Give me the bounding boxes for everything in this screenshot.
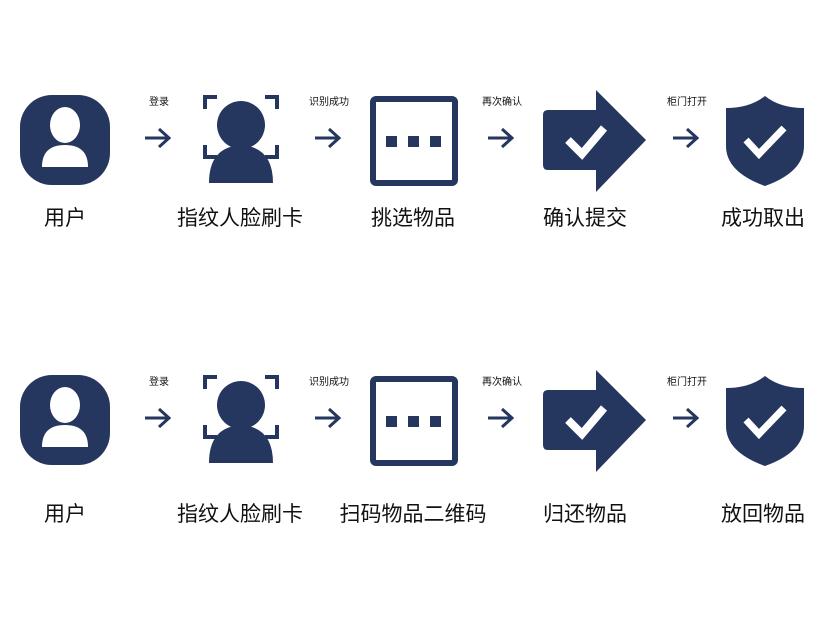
step-label: 用户 [44,502,86,526]
shield-check-icon [726,376,804,466]
step-label: 成功取出 [721,206,805,230]
face-scan-icon [203,375,279,463]
flow-row: 用户 指纹人脸刷卡 扫码物品二维码 归还物品 放回物品 登录 识别成功 再次确认 柜门打开 [0,280,830,526]
step-label: 挑选物品 [371,206,455,230]
transition-label: 再次确认 [482,377,522,388]
right-arrow-icon [315,407,342,429]
right-arrow-icon [145,127,172,149]
flow-row: 用户 指纹人脸刷卡 挑选物品 确认提交 成功取出 登录 识别成功 再次确认 柜门打开 [0,0,830,230]
step-label: 扫码物品二维码 [339,502,487,526]
transition-label: 识别成功 [309,97,349,108]
item-box-icon [370,96,458,186]
confirm-arrow-check-icon [543,90,646,192]
step-label: 放回物品 [721,502,805,526]
item-box-icon [370,376,458,466]
step-label: 指纹人脸刷卡 [177,206,303,230]
transition-label: 登录 [149,377,169,388]
transition-label: 柜门打开 [667,97,707,108]
shield-check-icon [726,96,804,186]
transition-label: 再次确认 [482,97,522,108]
right-arrow-icon [673,127,700,149]
step-label: 用户 [44,206,86,230]
confirm-arrow-check-icon [543,370,646,472]
right-arrow-icon [488,407,515,429]
user-icon [20,95,110,185]
face-scan-icon [203,95,279,183]
step-label: 归还物品 [543,502,627,526]
step-label: 指纹人脸刷卡 [177,502,303,526]
right-arrow-icon [315,127,342,149]
right-arrow-icon [145,407,172,429]
transition-label: 柜门打开 [667,377,707,388]
user-icon [20,375,110,465]
transition-label: 识别成功 [309,377,349,388]
right-arrow-icon [488,127,515,149]
right-arrow-icon [673,407,700,429]
step-label: 确认提交 [543,206,627,230]
transition-label: 登录 [149,97,169,108]
